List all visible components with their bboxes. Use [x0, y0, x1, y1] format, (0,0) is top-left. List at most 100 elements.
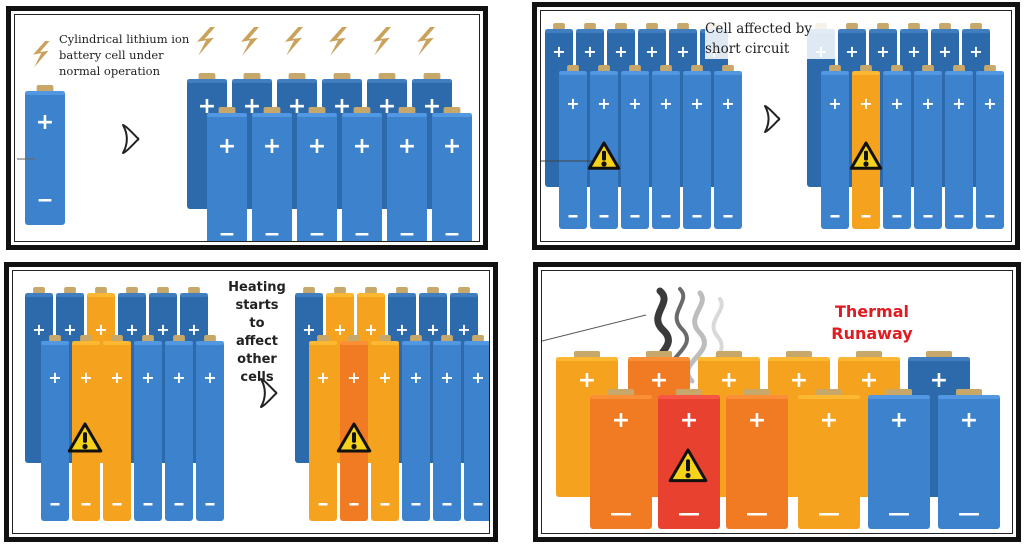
cell-top-band — [590, 71, 618, 75]
minus-terminal-mark — [380, 503, 390, 506]
plus-terminal-label: + — [409, 368, 422, 387]
battery-cell: + — [821, 65, 849, 229]
minus-terminal-mark — [473, 503, 483, 506]
cell-body — [387, 113, 427, 241]
lightning-icon — [285, 27, 303, 56]
cell-body — [252, 113, 292, 241]
battery-cell: + — [433, 335, 461, 521]
cell-body — [25, 91, 65, 225]
minus-terminal-mark — [985, 215, 995, 218]
short-circuit-caption-line2: short circuit — [705, 41, 790, 57]
cell-top-band — [900, 29, 928, 33]
cell-body — [714, 71, 742, 229]
cell-top-band — [388, 293, 416, 297]
cell-top-band — [232, 79, 272, 83]
battery-cell: + — [41, 335, 69, 521]
cell-top-band — [87, 293, 115, 297]
minus-terminal-mark — [954, 215, 964, 218]
minus-terminal-mark — [112, 503, 122, 506]
cell-top-band — [134, 341, 162, 345]
panel-short-circuit-art: ++++++++++++++++++++++++ — [541, 23, 1004, 229]
minus-terminal-mark — [265, 233, 279, 236]
cell-body — [371, 341, 399, 521]
battery-cell: + — [652, 65, 680, 229]
plus-terminal-label: + — [921, 94, 934, 113]
plus-terminal-label: + — [443, 134, 461, 159]
minus-terminal-mark — [959, 513, 979, 516]
cell-top-band — [25, 293, 53, 297]
cell-top-band — [852, 71, 880, 75]
cell-top-band — [683, 71, 711, 75]
panel-short-circuit: ++++++++++++++++++++++++ Cell affected b… — [532, 2, 1020, 250]
plus-terminal-label: + — [347, 368, 360, 387]
minus-terminal-mark — [38, 199, 52, 202]
cell-top-band — [357, 293, 385, 297]
cell-top-band — [56, 293, 84, 297]
cell-body — [559, 71, 587, 229]
cell-top-band — [698, 357, 760, 361]
normal-operation-caption: Cylindrical lithium ion battery cell und… — [59, 32, 190, 78]
cell-body — [41, 341, 69, 521]
plus-terminal-label: + — [690, 94, 703, 113]
battery-cell: + — [103, 335, 131, 521]
minus-terminal-mark — [411, 503, 421, 506]
cell-top-band — [464, 341, 489, 345]
lightning-icon — [373, 27, 391, 56]
battery-cell: + — [252, 107, 292, 241]
plus-terminal-label: + — [218, 134, 236, 159]
panel-heating-spread: ++++++++++++++++++++++++ Heating starts … — [4, 262, 498, 542]
battery-cell: + — [590, 389, 652, 529]
cell-body — [798, 395, 860, 529]
panel-normal-operation: +++++++++++++ Cylindrical lithium ion ba… — [6, 6, 488, 250]
minus-terminal-mark — [611, 513, 631, 516]
battery-cell: + — [207, 107, 247, 241]
cell-top-band — [165, 341, 193, 345]
plus-terminal-label: + — [890, 408, 908, 433]
cell-body — [196, 341, 224, 521]
cell-body — [621, 71, 649, 229]
minus-terminal-mark — [599, 215, 609, 218]
battery-cell: + — [938, 389, 1000, 529]
warning-icon — [67, 422, 103, 453]
cell-top-band — [297, 113, 337, 117]
cell-top-band — [607, 29, 635, 33]
minus-terminal-mark — [143, 503, 153, 506]
cell-top-band — [559, 71, 587, 75]
cell-top-band — [41, 341, 69, 345]
warning-icon — [849, 141, 883, 170]
warning-icon — [587, 141, 621, 170]
chevron-right-icon — [122, 124, 140, 154]
plus-terminal-label: + — [141, 368, 154, 387]
plus-terminal-label: + — [876, 42, 889, 61]
chevron-right-icon — [260, 378, 278, 408]
battery-cell: + — [559, 65, 587, 229]
plus-terminal-label: + — [440, 368, 453, 387]
cell-top-band — [768, 357, 830, 361]
plus-terminal-label: + — [378, 368, 391, 387]
minus-terminal-mark — [679, 513, 699, 516]
cell-top-band — [25, 91, 65, 95]
heating-caption-line3: affect — [235, 334, 279, 349]
battery-cell: + — [464, 335, 489, 521]
minus-terminal-mark — [318, 503, 328, 506]
plus-terminal-label: + — [659, 94, 672, 113]
plus-terminal-label: + — [243, 94, 261, 119]
cell-body — [868, 395, 930, 529]
cell-top-band — [196, 341, 224, 345]
plus-terminal-label: + — [333, 94, 351, 119]
cell-top-band — [295, 293, 323, 297]
thermal-runaway-heading-line1: Thermal — [835, 302, 909, 321]
plus-terminal-label: + — [36, 110, 54, 135]
cell-top-band — [118, 293, 146, 297]
cell-body — [207, 113, 247, 241]
plus-terminal-label: + — [316, 368, 329, 387]
minus-terminal-mark — [861, 215, 871, 218]
panel-frame: ++++++++++++++++++++++++ Heating starts … — [12, 270, 490, 534]
cell-top-band — [450, 293, 478, 297]
cell-top-band — [432, 113, 472, 117]
cell-top-band — [72, 341, 100, 345]
plus-terminal-label: + — [364, 320, 377, 339]
minus-terminal-mark — [442, 503, 452, 506]
cell-top-band — [326, 293, 354, 297]
lightning-icon — [197, 27, 215, 56]
